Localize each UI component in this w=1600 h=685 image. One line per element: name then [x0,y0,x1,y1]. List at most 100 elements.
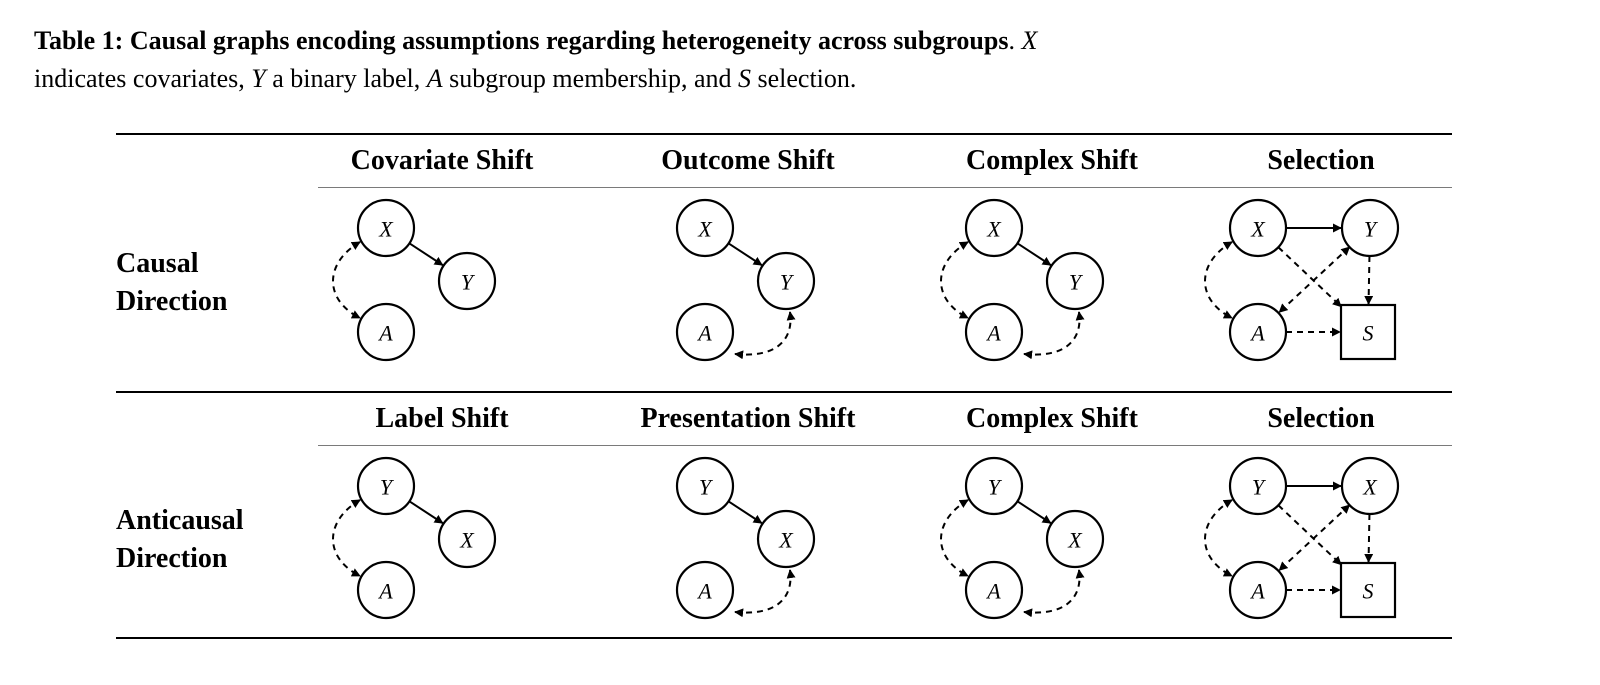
header-rule-row2 [318,445,1452,446]
caption-seg2: a binary label, [272,64,421,93]
r1-g4-node-s-label: S [1363,579,1374,604]
caption-seg4: selection. [757,64,857,93]
r0-g1-node-a-label: A [377,321,393,346]
r1-g3-dashed-y-a [940,499,969,577]
caption-seg1: indicates covariates, [34,64,245,93]
r0-g2-node-x: X [675,198,735,258]
col-header-selection: Selection [1267,145,1375,176]
r1-g2-node-a-label: A [696,579,712,604]
r1-g3-node-a-label: A [985,579,1001,604]
r0-g1-node-y: Y [437,251,497,311]
r0-g2-dashed-y-a [734,311,796,360]
caption-label: Table 1: [34,26,124,55]
r1-g2-dashed-x-a [734,569,796,618]
r1-g3-node-x: X [1045,509,1105,569]
r0-g4-node-s-label: S [1363,321,1374,346]
r0-g1-node-x: X [356,198,416,258]
r1-g2-edge-y-x [727,500,763,524]
r0-g2-node-a-label: A [696,321,712,346]
r0-g2-node-x-label: X [697,217,713,242]
r0-g1-dashed-x-a [332,241,361,319]
caption-period: . [1008,26,1015,55]
caption-title: Causal graphs encoding assumptions regar… [129,26,1009,55]
r1-g4-node-a-label: A [1249,579,1265,604]
r1-g4-node-a: A [1228,560,1288,620]
r1-g4-node-x-label: X [1362,475,1378,500]
r0-g1-node-a: A [356,302,416,362]
r1-g3-node-y: Y [964,456,1024,516]
r0-g2-node-y: Y [756,251,816,311]
r0-g2-edge-x-y [727,242,763,266]
r0-g3-node-y: Y [1045,251,1105,311]
r1-g3-dashed-x-a [1023,569,1085,618]
r0-g1-node-x-label: X [378,217,394,242]
r0-g3-edge-x-y [1016,242,1052,266]
caption-var-y: Y [251,64,266,93]
r0-g3-node-y-label: Y [1069,270,1084,295]
col-header-selection-2: Selection [1267,403,1375,434]
row-header-anticausal-line2: Direction [116,543,228,574]
row-header-causal-line1: Causal [116,248,199,279]
col-header-presentation-shift: Presentation Shift [640,403,856,434]
caption-seg3: subgroup membership, and [449,64,732,93]
row-header-causal-line2: Direction [116,286,228,317]
caption-var-a: A [426,64,443,93]
col-header-outcome-shift: Outcome Shift [661,145,835,176]
r1-g4-dashed-x-a [1278,504,1351,571]
r1-g2-node-y: Y [675,456,735,516]
r0-g2-node-y-label: Y [780,270,795,295]
r1-g2-node-x-label: X [778,528,794,553]
r1-g4-dashed-y-a [1204,499,1233,577]
table-caption: Table 1: Causal graphs encoding assumpti… [34,22,1564,98]
table-bottom-rule [116,637,1452,639]
r0-g4-dashed-y-s [1364,255,1374,305]
r0-g1-edge-x-y [408,242,444,266]
r0-g4-node-s: S [1339,303,1397,361]
r1-g1-node-x: X [437,509,497,569]
r1-g3-node-x-label: X [1067,528,1083,553]
r0-g4-dashed-y-a [1278,246,1351,313]
r1-g1-dashed-y-a [332,499,361,577]
r0-g3-dashed-y-a [1023,311,1085,360]
caption-var-s: S [738,64,751,93]
r0-g3-node-a-label: A [985,321,1001,346]
table-top-rule [116,133,1452,135]
r0-g1-node-y-label: Y [461,270,476,295]
r1-g4-dashed-x-s [1364,513,1374,563]
r1-g2-node-a: A [675,560,735,620]
r1-g4-node-s: S [1339,561,1397,619]
r0-g4-node-x: X [1228,198,1288,258]
r1-g3-node-y-label: Y [988,475,1003,500]
r0-g3-node-x: X [964,198,1024,258]
r1-g1-node-a-label: A [377,579,393,604]
col-header-complex-shift: Complex Shift [966,145,1138,176]
r0-g4-dashed-x-a [1204,241,1233,319]
r1-g1-node-y: Y [356,456,416,516]
r1-g1-node-y-label: Y [380,475,395,500]
row-header-causal: Causal Direction [116,245,306,321]
r1-g1-edge-y-x [408,500,444,524]
r1-g2-node-y-label: Y [699,475,714,500]
col-header-complex-shift-2: Complex Shift [966,403,1138,434]
r1-g3-node-a: A [964,560,1024,620]
row-header-anticausal: Anticausal Direction [116,502,306,578]
r0-g2-node-a: A [675,302,735,362]
header-rule-row1 [318,187,1452,188]
r0-g4-dashed-x-s [1277,246,1342,308]
r0-g4-node-y: Y [1340,198,1400,258]
r1-g4-node-x: X [1340,456,1400,516]
r0-g3-node-x-label: X [986,217,1002,242]
r0-g4-node-a: A [1228,302,1288,362]
caption-var-x: X [1021,26,1038,55]
col-header-label-shift: Label Shift [375,403,509,434]
r0-g4-node-a-label: A [1249,321,1265,346]
col-header-covariate-shift: Covariate Shift [350,145,534,176]
r0-g4-node-x-label: X [1250,217,1266,242]
r1-g1-node-a: A [356,560,416,620]
r0-g3-dashed-x-a [940,241,969,319]
r1-g2-node-x: X [756,509,816,569]
table-mid-rule [116,391,1452,393]
r1-g4-dashed-y-s [1277,504,1342,566]
r0-g3-node-a: A [964,302,1024,362]
